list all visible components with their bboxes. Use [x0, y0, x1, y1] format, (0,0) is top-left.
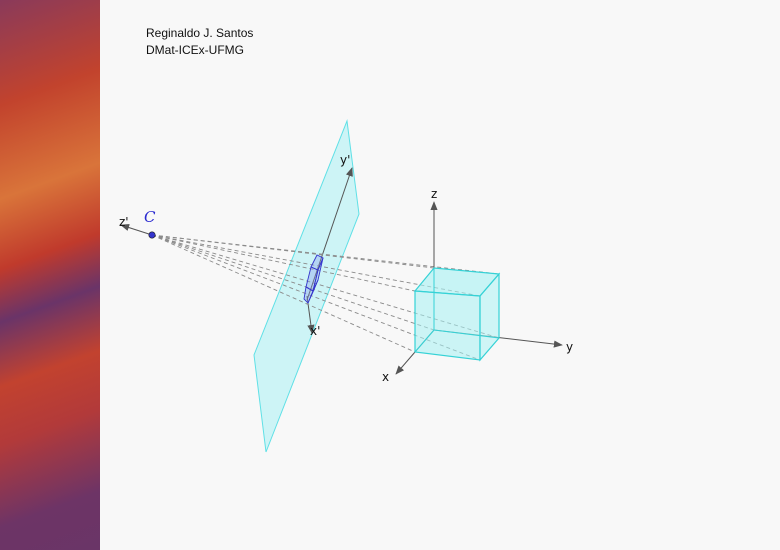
ray-to-vertex — [151, 234, 435, 331]
x-prime-label: x' — [310, 324, 320, 338]
author-affiliation: DMat-ICEx-UFMG — [146, 43, 244, 57]
cube — [413, 267, 501, 362]
z-prime-axis — [120, 224, 153, 236]
projected-cube — [303, 254, 324, 304]
author-block: Reginaldo J. Santos DMat-ICEx-UFMG — [146, 25, 253, 59]
desktop-background-strip — [0, 0, 100, 550]
z-prime-label: z' — [119, 215, 129, 229]
y-label: y — [566, 340, 573, 354]
ray-to-vertex — [151, 234, 416, 292]
ray-to-vertex — [151, 234, 416, 353]
projected-face — [303, 286, 314, 304]
x-label: x — [382, 370, 389, 384]
y-prime-label: y' — [340, 153, 350, 167]
center-point — [148, 231, 156, 239]
z-label: z — [431, 187, 437, 201]
x-prime-axis — [306, 295, 315, 334]
cube-front-face — [414, 290, 481, 361]
ray-to-vertex — [151, 234, 481, 361]
cube-hidden-edge — [414, 329, 435, 353]
drawing-canvas: Reginaldo J. Santos DMat-ICEx-UFMG — [100, 0, 780, 550]
cube-hidden-edge — [433, 329, 500, 339]
perspective-diagram: C z' y' x' z y x — [119, 119, 573, 453]
center-label: C — [144, 208, 156, 226]
author-name: Reginaldo J. Santos — [146, 26, 254, 40]
y-prime-axis — [306, 167, 353, 301]
ray-to-vertex — [151, 234, 435, 269]
ray-to-vertex — [151, 234, 500, 275]
